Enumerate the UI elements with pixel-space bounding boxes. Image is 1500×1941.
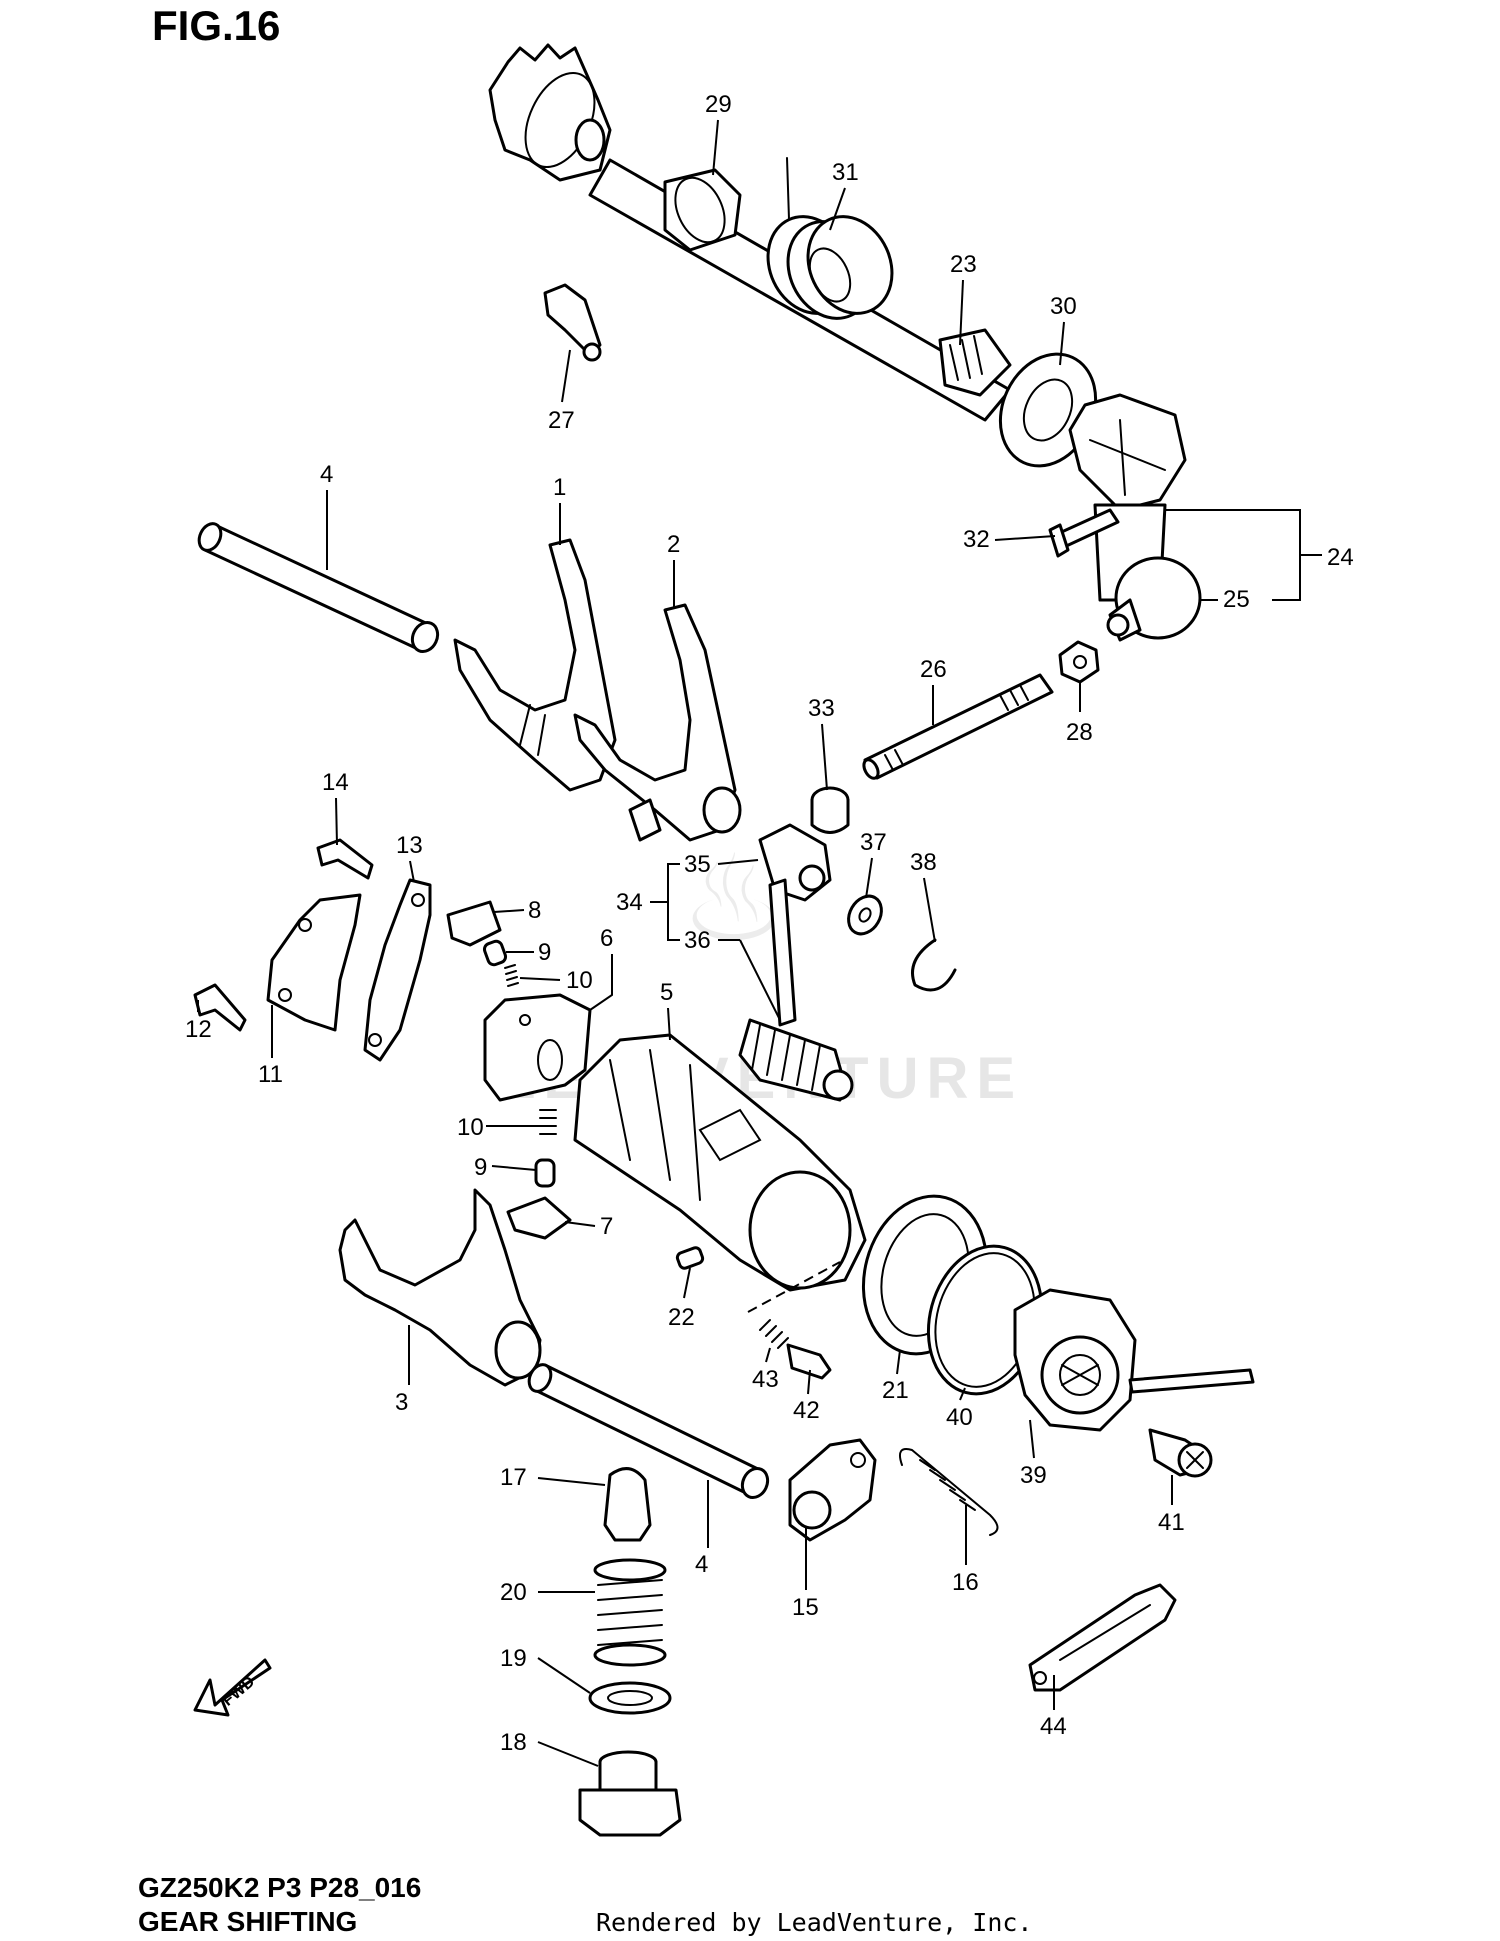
part-circlip-38 [911,938,957,992]
part-stopper-17 [603,1467,652,1542]
callout-43: 43 [752,1366,779,1393]
callout-19: 19 [500,1645,527,1672]
callout-10-upper: 10 [566,967,593,994]
callout-31: 31 [832,159,859,186]
part-spring-10-lower [539,1109,557,1135]
callout-37: 37 [860,829,887,856]
callout-9-lower: 9 [474,1154,487,1181]
part-shift-fork-2 [573,603,742,842]
part-shift-fork-3 [338,1188,542,1387]
callout-9-upper: 9 [538,939,551,966]
callout-2: 2 [667,531,680,558]
callout-17: 17 [500,1464,527,1491]
callout-38: 38 [910,849,937,876]
callout-8: 8 [528,897,541,924]
callout-24: 24 [1327,544,1354,571]
callout-20: 20 [500,1579,527,1606]
callout-4-lower: 4 [695,1551,708,1578]
part-shift-fork-1 [453,538,617,792]
part-bearing-33 [810,786,850,834]
part-bolt-14 [316,838,374,880]
part-stopper-arm-15 [788,1438,877,1542]
part-pawl-8 [446,900,502,947]
callout-7: 7 [600,1213,613,1240]
callout-15: 15 [792,1594,819,1621]
part-gearshift-cam [573,1033,867,1292]
part-bolt-12 [193,983,247,1032]
callout-27: 27 [548,407,575,434]
part-nut-28 [1058,640,1100,684]
callout-39: 39 [1020,1462,1047,1489]
callout-16: 16 [952,1569,979,1596]
render-credit: Rendered by LeadVenture, Inc. [596,1908,1033,1937]
callout-28: 28 [1066,719,1093,746]
callout-21: 21 [882,1377,909,1404]
callout-25: 25 [1223,586,1250,613]
callout-10-lower: 10 [457,1114,484,1141]
part-pawl-lifter-6 [483,993,592,1102]
part-ball-joint [1106,556,1202,642]
callout-12: 12 [185,1016,212,1043]
part-shaft-splines [938,328,1012,397]
part-gear-position-switch [1013,1288,1255,1432]
callout-34: 34 [616,889,643,916]
callout-40: 40 [946,1404,973,1431]
part-bolt-27 [543,283,602,362]
callout-33: 33 [808,695,835,722]
callout-29: 29 [705,91,732,118]
part-spring-43 [759,1319,789,1349]
part-spring-10 [504,964,519,987]
part-pin-9-lower [534,1158,556,1188]
part-contact-pin-42 [786,1343,832,1380]
part-spring-16 [899,1448,999,1536]
part-gasket-19 [588,1681,672,1715]
callout-13: 13 [396,832,423,859]
callout-44: 44 [1040,1713,1067,1740]
part-plug-18 [578,1750,682,1837]
callout-5: 5 [660,979,673,1006]
callout-layer: 29 31 23 30 27 4 1 2 32 24 25 26 28 33 1… [185,91,1354,1767]
part-bolt-41 [1148,1428,1213,1478]
part-pawl-7 [506,1196,572,1240]
callout-11: 11 [258,1061,283,1088]
figure-title: FIG.16 [152,2,281,49]
callout-18: 18 [500,1729,527,1756]
part-bracket-44 [1028,1583,1177,1692]
part-spring-20 [593,1558,667,1667]
callout-1: 1 [553,474,566,501]
callout-3: 3 [395,1389,408,1416]
callout-23: 23 [950,251,977,278]
part-stopper-plate-11 [266,893,362,1032]
callout-30: 30 [1050,293,1077,320]
part-pin-22 [675,1246,705,1270]
part-washer-37 [847,894,883,936]
part-clamp-bolt [1048,508,1120,558]
part-pin-9 [482,939,508,967]
callout-35: 35 [684,851,711,878]
callout-22: 22 [668,1304,695,1331]
callout-14: 14 [322,769,349,796]
callout-4-upper: 4 [320,461,333,488]
model-code: GZ250K2 P3 P28_016 [138,1872,422,1903]
callout-32: 32 [963,526,990,553]
callout-6: 6 [600,925,613,952]
section-title: GEAR SHIFTING [138,1906,358,1937]
part-gearshift-arm [738,823,854,1102]
callout-42: 42 [793,1397,820,1424]
callout-41: 41 [1158,1509,1185,1536]
part-fork-shaft-lower [527,1363,770,1500]
fwd-arrow-icon: FWD [193,1658,272,1717]
part-gearshift-link-rod [862,673,1054,780]
callout-26: 26 [920,656,947,683]
part-fork-shaft-upper [197,522,440,654]
part-return-spring [766,157,894,320]
part-stopper-plate-13 [363,878,432,1062]
callout-36: 36 [684,927,711,954]
